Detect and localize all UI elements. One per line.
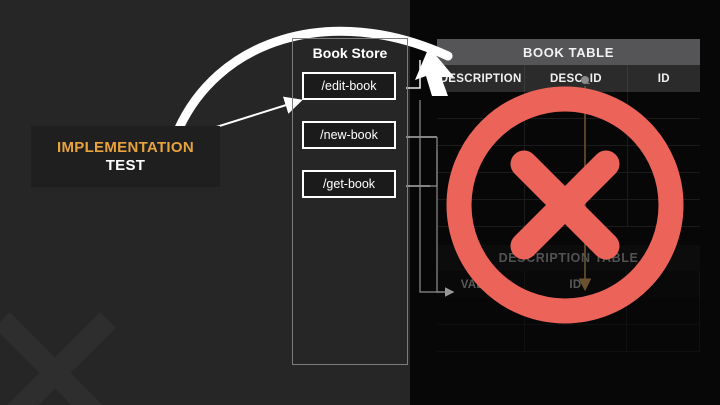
column-header-blank bbox=[627, 271, 701, 298]
column-header-id: ID bbox=[657, 72, 670, 85]
implementation-test-box: IMPLEMENTATION TEST bbox=[31, 126, 220, 187]
column-header-description: DESCRIPTION bbox=[437, 65, 526, 92]
book-table-title: BOOK TABLE bbox=[437, 39, 700, 65]
book-store-title: Book Store bbox=[312, 45, 388, 61]
endpoint-new-book[interactable]: /new-book bbox=[302, 121, 396, 149]
table-row bbox=[437, 325, 701, 352]
book-store-panel: Book Store /edit-book /new-book /get-boo… bbox=[292, 38, 408, 365]
endpoint-get-book[interactable]: /get-book bbox=[302, 170, 396, 198]
test-label: TEST bbox=[105, 156, 146, 174]
implementation-label: IMPLEMENTATION bbox=[57, 139, 194, 157]
endpoint-edit-book[interactable]: /edit-book bbox=[302, 72, 396, 100]
